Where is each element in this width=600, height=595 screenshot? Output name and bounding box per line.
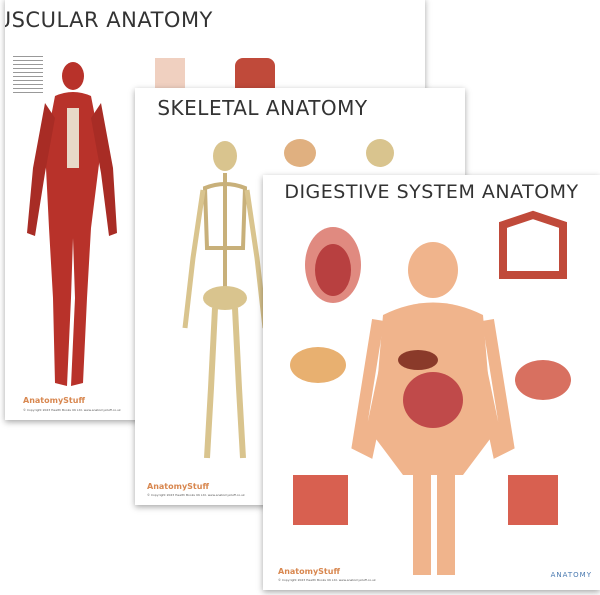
copyright: © Copyright 2023 Health Books UK Ltd. ww…: [278, 578, 376, 582]
anatomy-logo: ANATOMY: [550, 571, 592, 579]
brand-logo: AnatomyStuff: [147, 482, 209, 491]
poster-title: SKELETAL ANATOMY: [157, 96, 368, 120]
digestive-illustrations: [290, 210, 571, 575]
poster-title: DIGESTIVE SYSTEM ANATOMY: [284, 181, 579, 203]
digestive-system-anatomy-poster: DIGESTIVE SYSTEM ANATOMY AnatomyStuff © …: [263, 175, 600, 590]
copyright: © Copyright 2023 Health Books UK Ltd. ww…: [147, 493, 245, 497]
poster-title: MUSCULAR ANATOMY: [5, 8, 213, 32]
brand-logo: AnatomyStuff: [23, 396, 85, 405]
skeleton-illustration: [182, 139, 394, 459]
brand-logo: AnatomyStuff: [278, 567, 340, 576]
copyright: © Copyright 2023 Health Books UK Ltd. ww…: [23, 408, 121, 412]
